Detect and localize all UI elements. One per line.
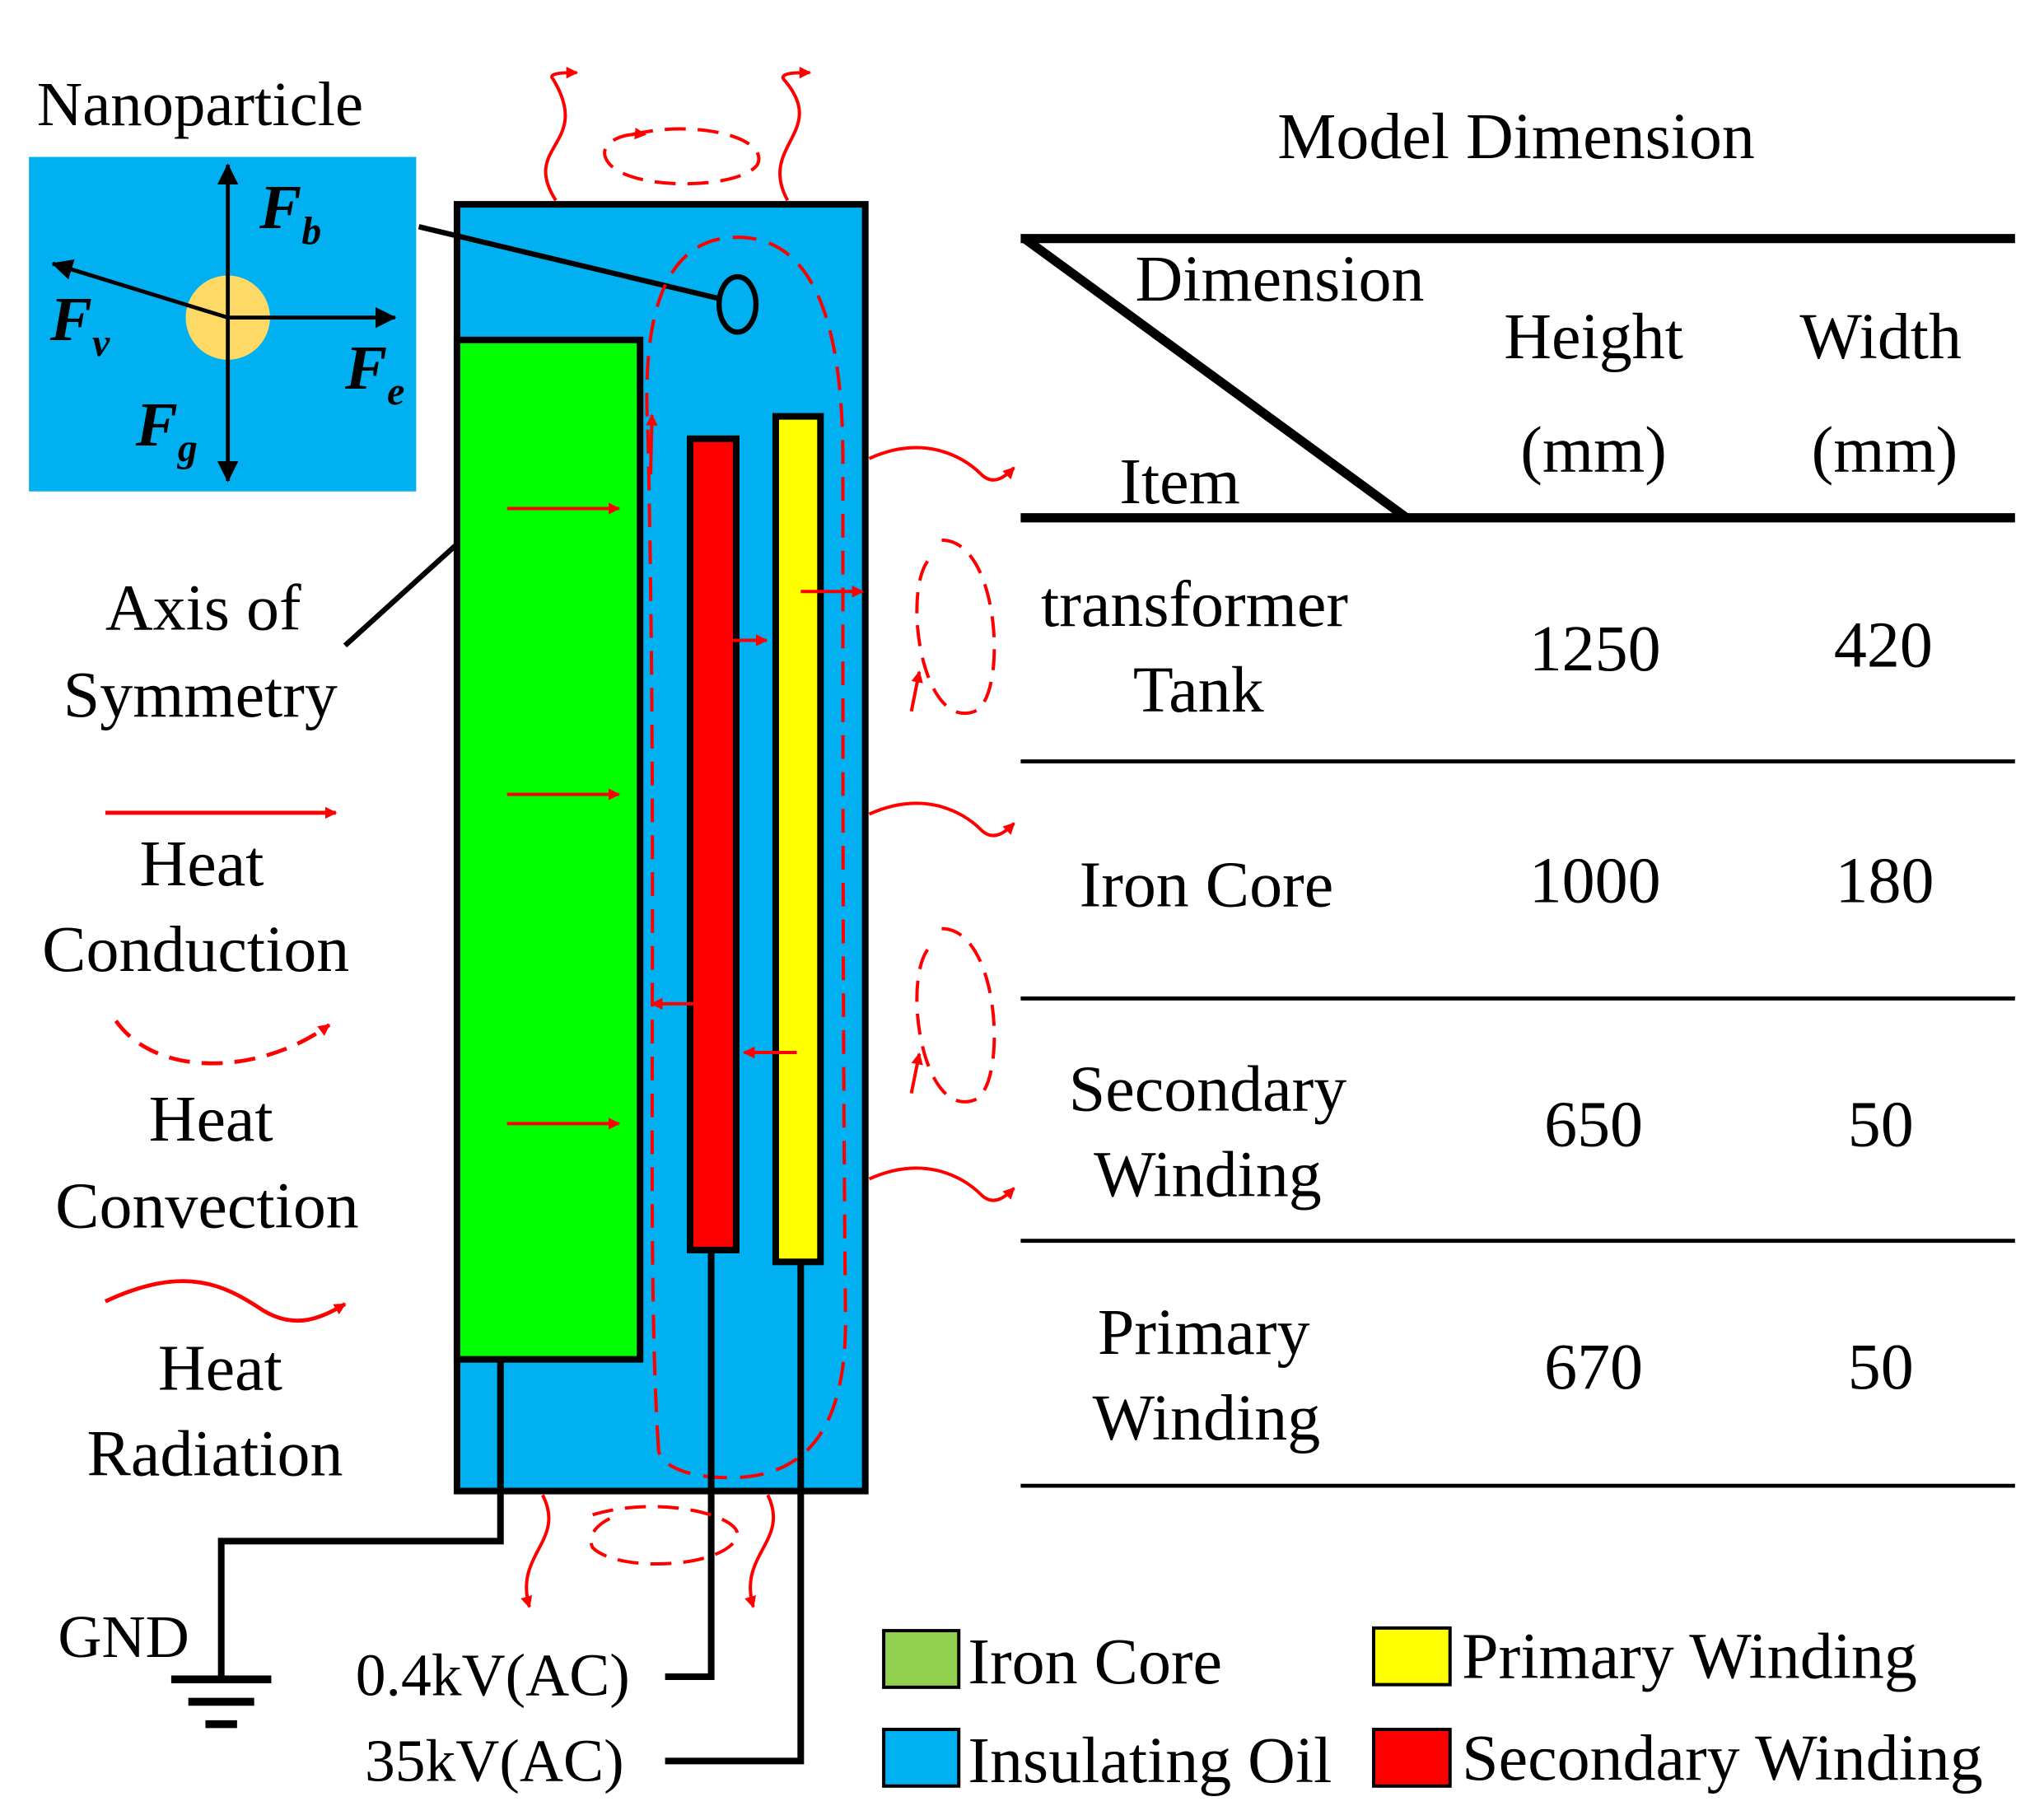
force-fv-label: Fv (49, 284, 110, 365)
row-item-line2: Tank (1133, 654, 1264, 726)
col-width-header-line1: Width (1799, 301, 1962, 373)
table-row: Primary Winding 670 50 (1093, 1296, 1914, 1454)
legend-label-primary-winding: Primary Winding (1462, 1621, 1917, 1693)
radiation-legend-arrow (104, 1279, 347, 1323)
row-width: 50 (1848, 1331, 1914, 1403)
legend-swatch-primary-winding (1371, 1626, 1452, 1687)
secondary-winding (686, 435, 740, 1253)
fv-arrow (51, 259, 229, 320)
row-width: 420 (1834, 609, 1933, 681)
low-voltage-label: 0.4kV(AC) (356, 1640, 630, 1708)
row-item-line2: Winding (1094, 1138, 1322, 1211)
legend-label-secondary-winding: Secondary Winding (1462, 1722, 1983, 1794)
conduction-legend-line2: Conduction (42, 913, 349, 986)
table-row: Secondary Winding 650 50 (1069, 1052, 1914, 1211)
nanoparticle-pointer-line (418, 224, 723, 302)
internal-convection-loop (645, 236, 847, 1480)
iron-core (453, 336, 644, 1363)
col-height-header-line2: (mm) (1520, 414, 1667, 487)
legend-label-iron-core: Iron Core (968, 1626, 1222, 1698)
row-height: 1250 (1529, 613, 1661, 685)
legend-swatch-insulating-oil (882, 1728, 961, 1788)
row-width: 50 (1848, 1089, 1914, 1161)
row-width: 180 (1836, 845, 1934, 917)
radiation-legend-line1: Heat (158, 1332, 282, 1404)
table-row: Iron Core 1000 180 (1080, 845, 1934, 922)
row-item-line1: Secondary (1069, 1052, 1346, 1125)
table-corner-bottom: Item (1119, 446, 1240, 518)
row-height: 1000 (1529, 845, 1661, 917)
color-legend: Iron Core Insulating Oil Primary Winding… (882, 1621, 1983, 1797)
convection-legend-line1: Heat (149, 1083, 273, 1155)
row-item-line1: Iron Core (1080, 848, 1334, 921)
conduction-arrows (506, 502, 865, 1130)
legend-label-insulating-oil: Insulating Oil (968, 1724, 1332, 1797)
table-row: transformer Tank 1250 420 (1041, 568, 1933, 726)
wiring (217, 1249, 805, 1765)
force-arrows (51, 163, 397, 483)
legend-swatch-secondary-winding (1371, 1728, 1452, 1788)
row-item-line2: Winding (1093, 1382, 1321, 1454)
legend-swatch-iron-core (882, 1629, 961, 1689)
col-width-header-line2: (mm) (1812, 414, 1958, 487)
primary-winding (772, 413, 824, 1266)
row-item-line1: transformer (1041, 568, 1348, 641)
table-title: Model Dimension (1277, 100, 1755, 173)
high-voltage-label: 35kV(AC) (365, 1726, 624, 1794)
axis-label-line2: Symmetry (63, 659, 338, 731)
ground-symbol (170, 1675, 272, 1729)
convection-legend-line2: Convection (55, 1170, 359, 1243)
convection-legend-arrow (114, 1020, 331, 1066)
force-fb-label: Fb (259, 172, 321, 253)
radiation-legend-line2: Radiation (87, 1417, 343, 1490)
nanoparticle-title: Nanoparticle (37, 69, 363, 139)
table-rules (1020, 234, 2015, 1488)
internal-convection-arrow (646, 413, 658, 474)
force-fe-label: Fe (344, 333, 405, 413)
nanoparticle-marker (716, 273, 759, 335)
external-heat-flows (520, 66, 1015, 1608)
conduction-legend-line1: Heat (140, 828, 264, 900)
gnd-label: GND (58, 1603, 189, 1670)
row-height: 670 (1544, 1331, 1643, 1403)
table-corner-top: Dimension (1136, 243, 1425, 315)
row-item-line1: Primary (1098, 1296, 1310, 1369)
row-height: 650 (1544, 1089, 1643, 1161)
axis-pointer-line (343, 542, 460, 648)
col-height-header-line1: Height (1504, 301, 1683, 373)
axis-label-line1: Axis of (105, 572, 301, 645)
force-fg-label: Fg (135, 390, 198, 470)
